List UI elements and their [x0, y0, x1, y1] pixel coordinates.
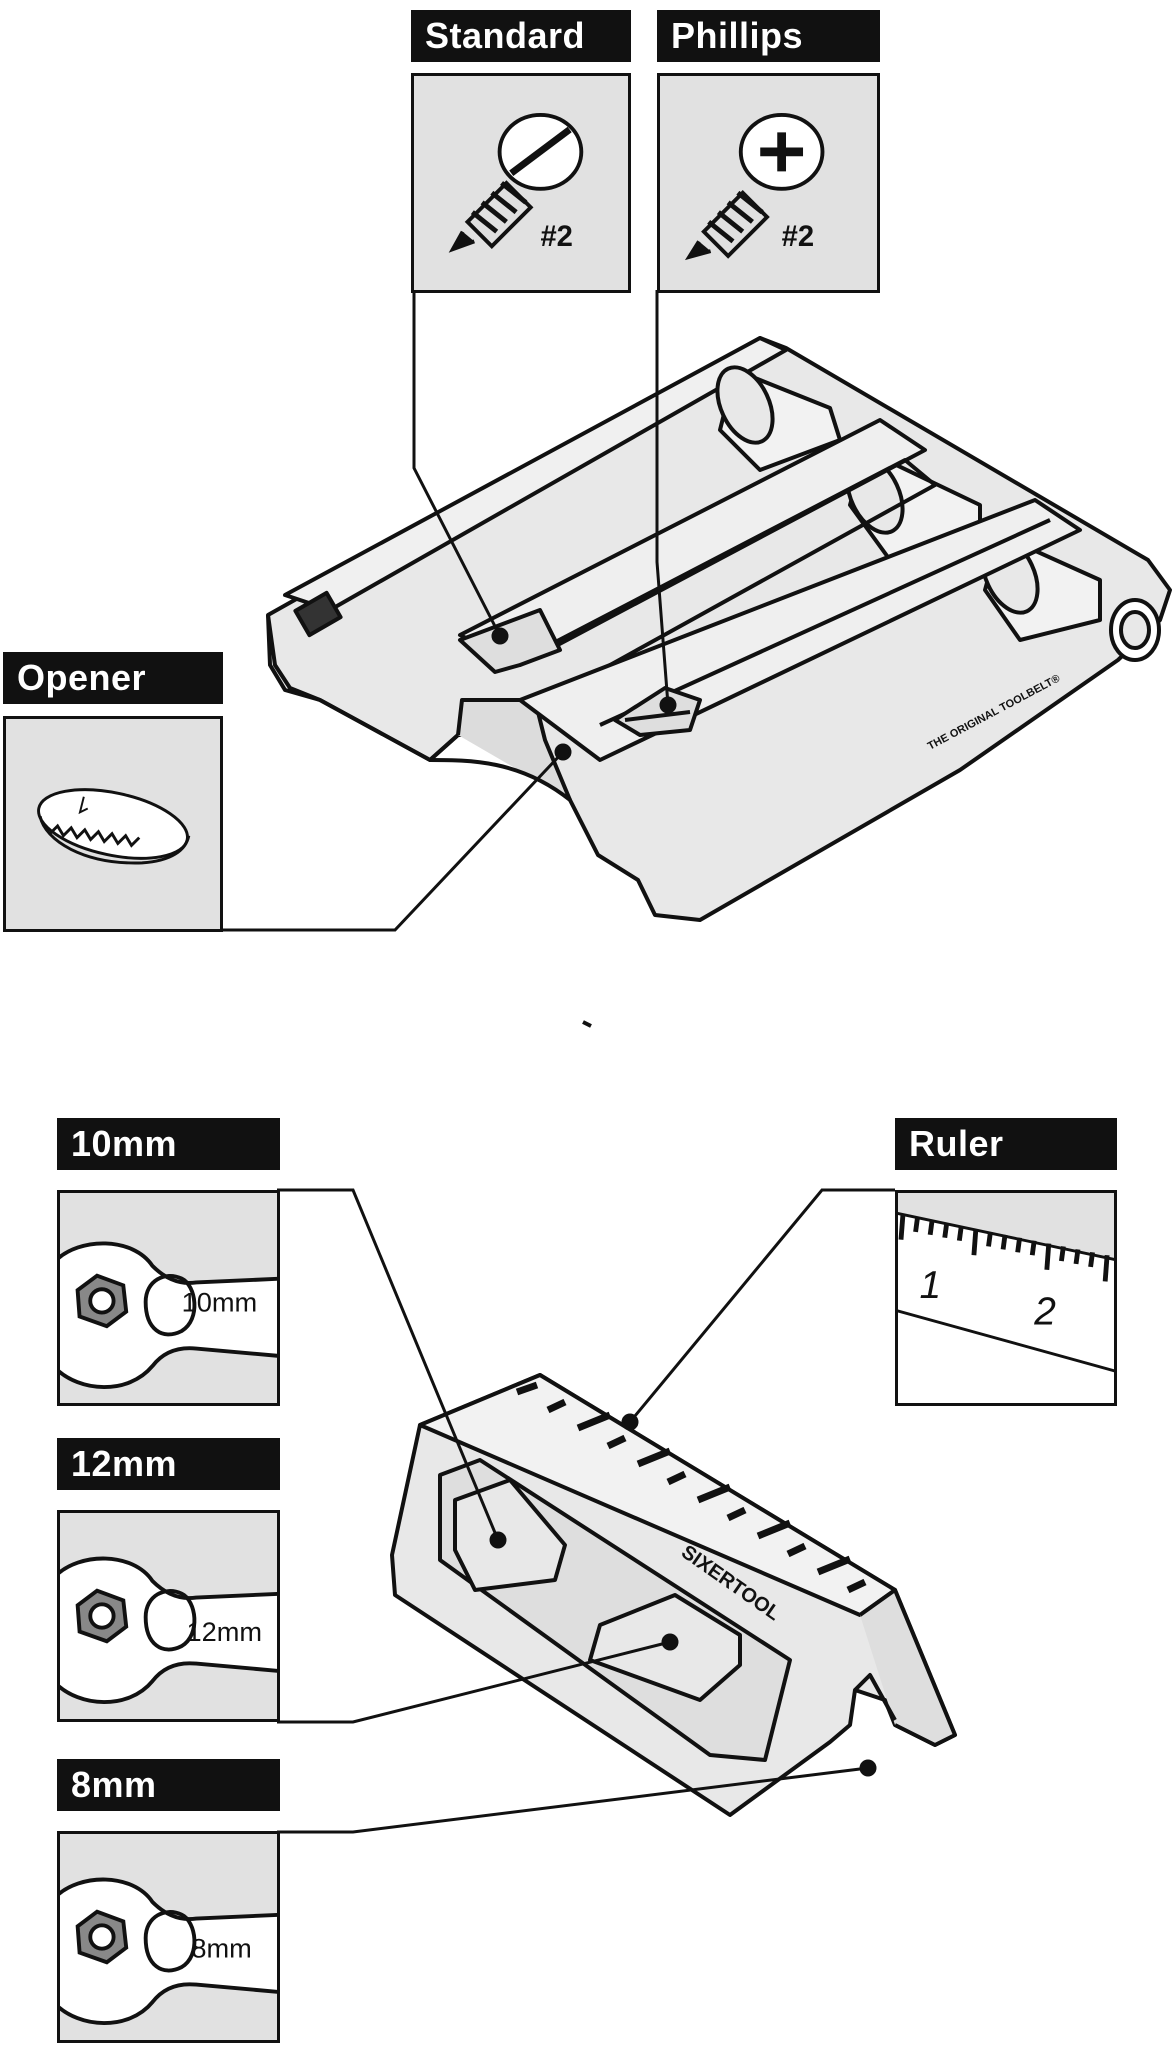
- standard-label: Standard: [411, 10, 631, 62]
- wrench-block-tool: [390, 1373, 957, 1817]
- ruler-label: Ruler: [895, 1118, 1117, 1170]
- opener-label: Opener: [3, 652, 223, 704]
- wrench-10mm-panel: 10mm: [57, 1190, 280, 1406]
- ruler-mark-2: 2: [1033, 1290, 1056, 1333]
- phillips-size: #2: [782, 221, 814, 253]
- wrench-8mm-panel: 8mm: [57, 1831, 280, 2043]
- standard-size: #2: [540, 221, 572, 253]
- ruler-mark-1: 1: [919, 1264, 941, 1307]
- wrench-icon: 8mm: [60, 1877, 277, 2025]
- phillips-panel: #2: [657, 73, 880, 293]
- wrench-icon: 10mm: [60, 1241, 277, 1390]
- wrench-10mm-size: 10mm: [182, 1287, 258, 1318]
- leader-lines: [220, 290, 895, 1834]
- wrench-8mm-label: 8mm: [57, 1759, 280, 1811]
- bit-holder-tool: [266, 336, 1172, 922]
- opener-panel: [3, 716, 223, 932]
- phillips-label: Phillips: [657, 10, 880, 62]
- stray-mark: [582, 1020, 592, 1028]
- wrench-icon: 12mm: [60, 1556, 277, 1704]
- slotted-screw-icon: #2: [448, 112, 584, 253]
- ruler-panel: 1 2: [895, 1190, 1117, 1406]
- bottle-cap-icon: [37, 788, 191, 865]
- wrench-12mm-label: 12mm: [57, 1438, 280, 1490]
- ruler-icon: 1 2: [898, 1211, 1114, 1403]
- wrench-8mm-size: 8mm: [191, 1932, 251, 1963]
- standard-panel: #2: [411, 73, 631, 293]
- wrench-10mm-label: 10mm: [57, 1118, 280, 1170]
- wrench-12mm-size: 12mm: [186, 1616, 262, 1647]
- wrench-12mm-panel: 12mm: [57, 1510, 280, 1722]
- phillips-screw-icon: #2: [684, 112, 825, 261]
